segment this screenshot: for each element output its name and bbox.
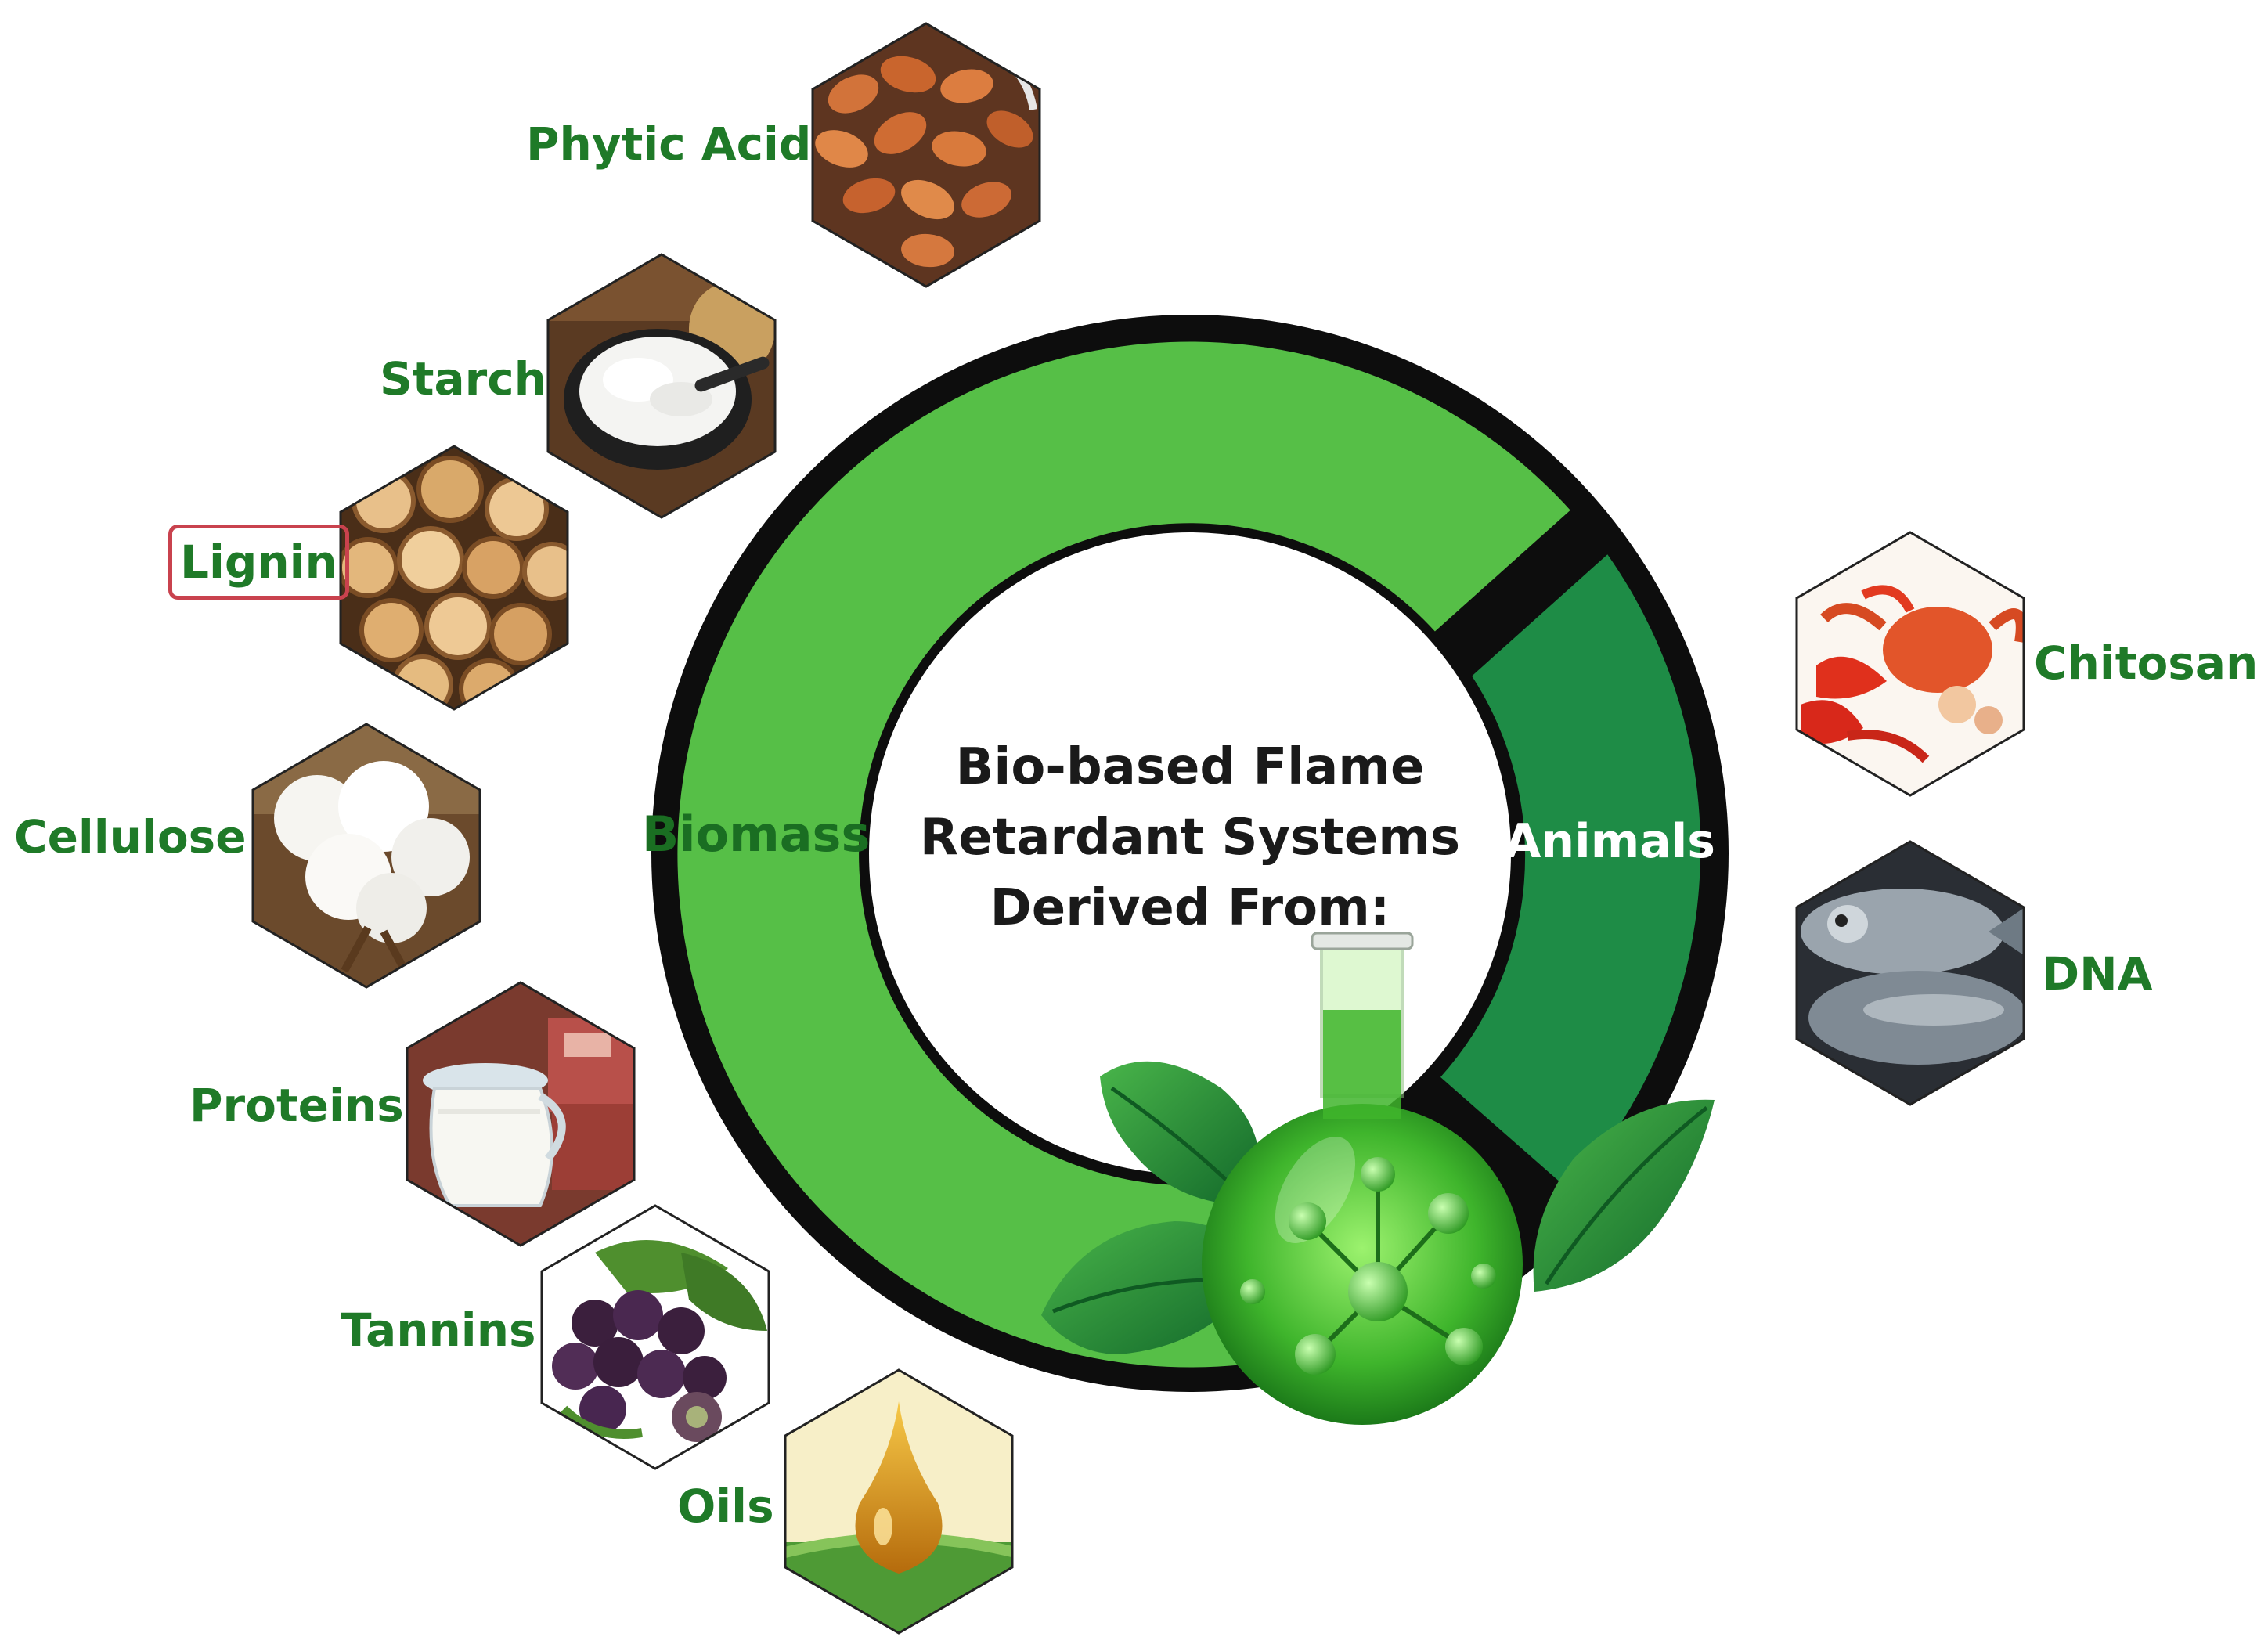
center-title-line-2: Retardant Systems: [919, 809, 1461, 867]
ring-segment-biomass: [677, 341, 1570, 1368]
ring-label-animals: Animals: [1505, 814, 1716, 869]
leaf-right: [1533, 1099, 1715, 1292]
milk-meat-photo-icon: [406, 981, 636, 1247]
label-tannins: Tannins: [341, 1303, 536, 1357]
label-phytic-acid: Phytic Acid: [526, 117, 812, 171]
green-flask-illustration: [1041, 932, 1715, 1425]
oil-drop-photo-icon: [784, 1368, 1014, 1635]
cotton-photo-icon: [251, 723, 481, 989]
fish-photo-icon: [1795, 840, 2025, 1106]
center-title-line-3: Derived From:: [990, 879, 1390, 937]
starch-bowl-photo-icon: [546, 253, 777, 519]
center-title: Bio-based Flame Retardant Systems Derive…: [869, 732, 1511, 943]
label-proteins: Proteins: [189, 1079, 404, 1132]
wood-logs-photo-icon: [339, 445, 569, 711]
label-dna: DNA: [2042, 947, 2153, 1000]
grapes-photo-icon: [540, 1204, 770, 1470]
ring-label-biomass: Biomass: [642, 806, 871, 863]
flask-body: [1202, 1104, 1523, 1425]
almonds-photo-icon: [811, 22, 1041, 288]
ring-segment-animals: [1440, 554, 1701, 1191]
leaf-left-lower: [1041, 1221, 1253, 1354]
flask-rim: [1311, 932, 1414, 950]
label-chitosan: Chitosan: [2034, 636, 2259, 690]
center-title-line-1: Bio-based Flame: [955, 738, 1425, 796]
label-starch: Starch: [380, 352, 546, 406]
label-cellulose: Cellulose: [14, 810, 247, 863]
label-oils: Oils: [677, 1480, 774, 1533]
label-lignin: Lignin: [168, 525, 349, 600]
leaf-left-upper: [1100, 1061, 1260, 1206]
crab-shrimp-photo-icon: [1795, 531, 2025, 797]
